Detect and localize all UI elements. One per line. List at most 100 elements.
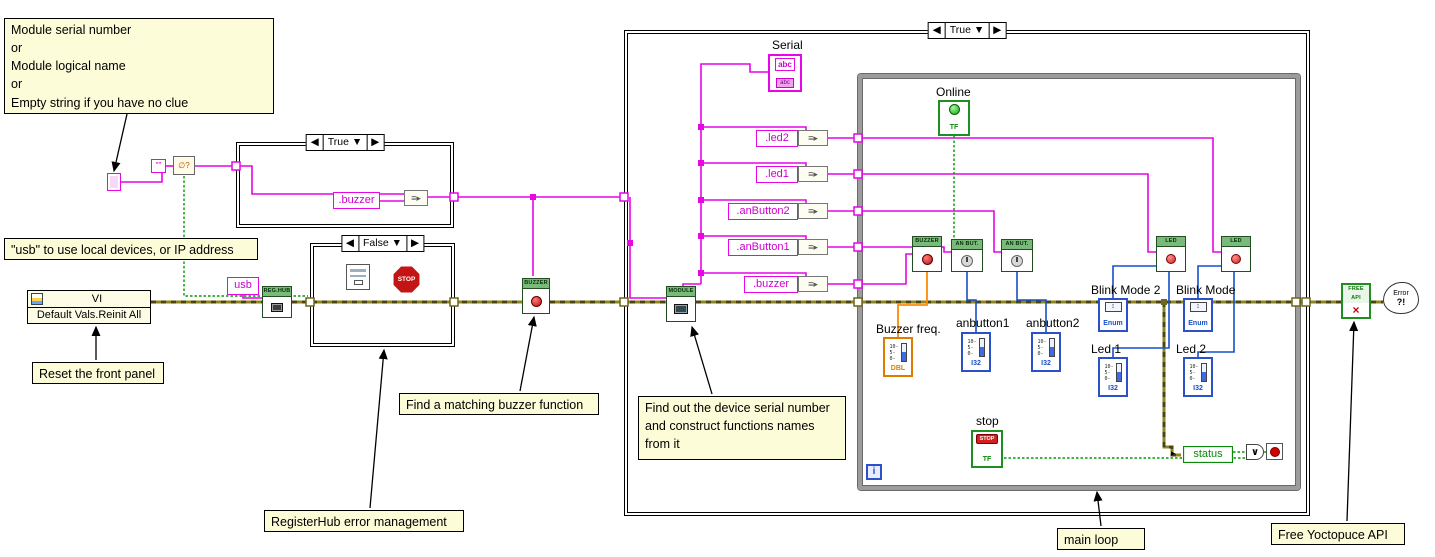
case2-label: False	[362, 237, 389, 249]
error-handler-bubble[interactable]: Error ?!	[1383, 282, 1419, 314]
find-module-body	[667, 297, 695, 321]
slider-fill	[979, 346, 984, 356]
concatenate-strings-icon[interactable]: ≡▸	[798, 166, 828, 182]
buzzer-suffix-constant-case1[interactable]: .buzzer	[333, 192, 380, 209]
buzzer-freq-control[interactable]: 10-5-0- DBL	[883, 337, 913, 377]
anbutton2-suffix-constant[interactable]: .anButton2	[728, 203, 798, 220]
case2-value[interactable]: False ▼	[357, 236, 406, 251]
knob-icon	[961, 254, 973, 267]
slider-pic: 10-5-0-	[886, 341, 910, 364]
buzzer-freq-label: Buzzer freq.	[876, 322, 941, 336]
concatenate-strings-icon[interactable]: ≡▸	[798, 239, 828, 255]
anbutton2-function-node[interactable]: AN BUT.	[1001, 239, 1033, 272]
anbutton1-suffix-constant[interactable]: .anButton1	[728, 239, 798, 256]
enum-pic: ↕	[1104, 302, 1122, 312]
stop-function-icon[interactable]: STOP	[393, 266, 420, 293]
loop-condition-terminal[interactable]	[1266, 443, 1283, 460]
invoke-node-header: VI	[28, 291, 150, 308]
slider-ticks: 10-5-0-	[1189, 363, 1199, 382]
note-free-api: Free Yoctopuce API	[1271, 523, 1405, 545]
invoke-class-name: VI	[91, 292, 103, 305]
led1-control[interactable]: 10-5-0- I32	[1098, 357, 1128, 397]
find-buzzer-title: BUZZER	[523, 279, 549, 289]
case3-next-icon[interactable]: ▶	[988, 23, 1005, 38]
concatenate-strings-icon[interactable]: ≡▸	[798, 203, 828, 219]
integer-wires	[966, 265, 1235, 357]
case-structure-main[interactable]: ◀ True ▼ ▶	[624, 22, 1310, 516]
case1-dropdown-icon: ▼	[351, 136, 363, 148]
buzzer-icon	[530, 295, 542, 307]
or-gate[interactable]: ∨	[1246, 444, 1264, 460]
case-structure-error-mgmt[interactable]: ◀ False ▼ ▶	[310, 235, 455, 347]
case-structure-buzzer-name[interactable]: ◀ True ▼ ▶	[236, 134, 454, 228]
anbutton2-indicator[interactable]: 10-5-0- I32	[1031, 332, 1061, 372]
led1-function-node[interactable]: LED	[1156, 236, 1186, 272]
online-indicator-label: Online	[936, 85, 971, 99]
serial-string-indicator[interactable]: abc abc	[768, 54, 802, 92]
dialog-function-icon[interactable]	[346, 264, 370, 290]
concatenate-strings-icon[interactable]: ≡▸	[798, 130, 828, 146]
case1-prev-icon[interactable]: ◀	[310, 136, 319, 148]
find-module-node[interactable]: MODULE	[666, 286, 696, 322]
status-indicator[interactable]: status	[1183, 446, 1233, 463]
slider-pic: 10-5-0-	[1186, 361, 1210, 384]
case1-selector[interactable]: ◀ True ▼ ▶	[305, 134, 385, 151]
concatenate-strings-icon[interactable]: ≡▸	[798, 276, 828, 292]
slider-fill	[901, 351, 906, 361]
green-led-icon	[948, 104, 960, 115]
slider-track	[978, 338, 985, 357]
led2-function-title: LED	[1222, 237, 1250, 247]
module-name-string-constant[interactable]	[107, 173, 121, 191]
blink-mode-control[interactable]: ↕ Enum	[1183, 298, 1213, 332]
slider-pic: 10-5-0-	[1101, 361, 1125, 384]
error-bubble-punct: ?!	[1396, 296, 1406, 307]
slider-pic: 10-5-0-	[964, 336, 988, 359]
case2-next-icon[interactable]: ▶	[406, 236, 423, 251]
case3-prev-icon[interactable]: ◀	[932, 24, 941, 36]
loop-iteration-terminal[interactable]: i	[866, 464, 882, 480]
slider-ticks: 10-5-0-	[967, 338, 977, 357]
case3-value[interactable]: True ▼	[944, 23, 989, 38]
note-reset-front-panel: Reset the front panel	[32, 362, 164, 384]
case2-prev-icon[interactable]: ◀	[345, 237, 354, 249]
led2-function-node[interactable]: LED	[1221, 236, 1251, 272]
led2-suffix-constant[interactable]: .led2	[756, 130, 798, 147]
slider-fill	[1116, 371, 1121, 381]
led-icon	[1231, 254, 1241, 264]
find-buzzer-node[interactable]: BUZZER	[522, 278, 550, 314]
string-constant-fill	[110, 176, 118, 188]
boolean-type-text: TF	[982, 456, 992, 463]
led1-suffix-constant[interactable]: .led1	[756, 166, 798, 183]
dialog-line	[350, 269, 366, 272]
enum-type-text: Enum	[1103, 320, 1123, 327]
stop-button-terminal[interactable]: STOP TF	[971, 430, 1003, 468]
online-boolean-indicator[interactable]: TF	[938, 100, 970, 136]
anbutton1-function-node[interactable]: AN BUT.	[951, 239, 983, 272]
led2-label: Led 2	[1176, 342, 1207, 356]
integer-type-text: I32	[1193, 385, 1203, 392]
note-usb-hint: "usb" to use local devices, or IP addres…	[4, 238, 258, 260]
register-hub-node[interactable]: REG.HUB	[262, 286, 292, 318]
case1-value[interactable]: True ▼	[322, 135, 367, 150]
concatenate-strings-icon[interactable]: ≡▸	[404, 190, 428, 206]
case3-dropdown-icon: ▼	[973, 24, 985, 36]
empty-string-constant[interactable]: ""	[151, 159, 166, 173]
buzzer-suffix-constant[interactable]: .buzzer	[744, 276, 798, 293]
blink-mode-label: Blink Mode	[1176, 283, 1236, 297]
invoke-method[interactable]: Default Vals.Reinit All	[36, 309, 142, 321]
anbutton1-indicator[interactable]: 10-5-0- I32	[961, 332, 991, 372]
buzzer-function-node[interactable]: BUZZER	[912, 236, 942, 272]
case2-selector[interactable]: ◀ False ▼ ▶	[340, 235, 425, 252]
free-api-node[interactable]: FREE API ×	[1341, 283, 1371, 319]
blink-mode2-control[interactable]: ↕ Enum	[1098, 298, 1128, 332]
empty-string-check-function[interactable]: ∅?	[173, 156, 195, 175]
stop-label: stop	[976, 414, 999, 428]
case1-next-icon[interactable]: ▶	[366, 135, 383, 150]
enum-pic: ↕	[1189, 302, 1207, 312]
usb-string-constant[interactable]: usb	[227, 277, 259, 295]
case3-selector[interactable]: ◀ True ▼ ▶	[927, 22, 1007, 39]
led2-control[interactable]: 10-5-0- I32	[1183, 357, 1213, 397]
slider-track	[900, 343, 907, 362]
vi-invoke-node[interactable]: VI Default Vals.Reinit All	[27, 290, 151, 324]
led-icon	[1166, 254, 1176, 264]
